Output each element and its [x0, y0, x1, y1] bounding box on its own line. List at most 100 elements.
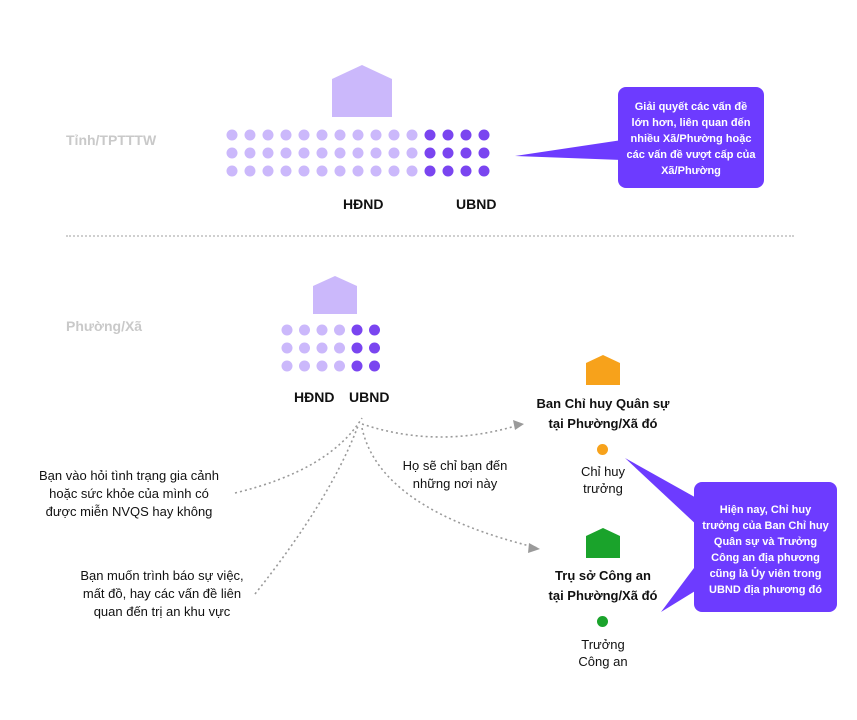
- military-role: Chỉ huy trưởng: [553, 463, 653, 497]
- arrow-to-police: [361, 427, 539, 549]
- military-title: Ban Chỉ huy Quân sự tại Phường/Xã đó: [523, 394, 683, 434]
- province-member-dot: [244, 129, 256, 141]
- ward-member-dot: [316, 324, 328, 336]
- province-member-dot: [424, 165, 436, 177]
- province-member-dot: [298, 129, 310, 141]
- province-member-dot: [316, 147, 328, 159]
- province-dot-grid: [226, 129, 490, 177]
- province-member-dot: [280, 147, 292, 159]
- province-member-dot: [334, 147, 346, 159]
- arrowhead-military: [513, 420, 524, 430]
- province-ubnd-label: UBND: [456, 196, 497, 212]
- ward-member-dot: [334, 342, 345, 354]
- province-member-dot: [298, 147, 310, 159]
- query-exemption-line1: Bạn vào hỏi tình trạng gia cảnh: [39, 468, 219, 483]
- ward-hdnd-label: HĐND: [294, 389, 335, 405]
- police-role-line2: Công an: [578, 654, 628, 669]
- ward-member-dot: [316, 360, 328, 372]
- province-member-dot: [316, 129, 328, 141]
- ward-member-dot: [316, 342, 328, 354]
- line-query2: [254, 425, 359, 595]
- query-exemption: Bạn vào hỏi tình trạng gia cảnh hoặc sức…: [24, 467, 234, 521]
- officials-callout-tail-bottom: [661, 560, 700, 612]
- ward-member-dot: [299, 360, 310, 372]
- ward-ubnd-label: UBND: [349, 389, 390, 405]
- province-member-dot: [478, 165, 490, 177]
- military-title-line2: tại Phường/Xã đó: [548, 416, 658, 431]
- routing-note-line2: những nơi này: [412, 476, 498, 491]
- ward-member-dot: [334, 360, 345, 372]
- province-member-dot: [460, 165, 472, 177]
- military-title-line1: Ban Chỉ huy Quân sự: [536, 396, 670, 411]
- province-tier-label: Tỉnh/TPTTTW: [66, 132, 157, 148]
- province-member-dot: [352, 147, 364, 159]
- province-member-dot: [460, 147, 472, 159]
- province-member-dot: [424, 147, 436, 159]
- province-member-dot: [370, 147, 382, 159]
- province-member-dot: [334, 165, 346, 177]
- province-callout-tail: [515, 140, 622, 160]
- province-member-dot: [442, 147, 454, 159]
- province-member-dot: [280, 165, 292, 177]
- province-member-dot: [406, 147, 418, 159]
- province-member-dot: [280, 129, 292, 141]
- police-chief-dot: [597, 616, 608, 627]
- province-member-dot: [352, 129, 364, 141]
- query-incident-line1: Bạn muốn trình báo sự việc,: [80, 568, 244, 583]
- province-member-dot: [424, 129, 436, 141]
- military-house-icon: [586, 355, 620, 385]
- province-member-dot: [298, 165, 310, 177]
- query-incident-report: Bạn muốn trình báo sự việc, mất đồ, hay …: [72, 567, 252, 621]
- province-member-dot: [442, 165, 454, 177]
- province-member-dot: [226, 147, 238, 159]
- province-member-dot: [226, 165, 238, 177]
- province-member-dot: [316, 165, 328, 177]
- police-house-icon: [586, 528, 620, 558]
- ward-tier-label: Phường/Xã: [66, 318, 143, 334]
- province-member-dot: [244, 147, 256, 159]
- ward-member-dot: [351, 360, 363, 372]
- province-house-icon: [332, 65, 392, 117]
- ward-member-dot: [281, 324, 293, 336]
- province-member-dot: [262, 165, 274, 177]
- province-member-dot: [334, 129, 346, 141]
- province-member-dot: [226, 129, 238, 141]
- routing-note-line1: Họ sẽ chỉ bạn đến: [402, 458, 508, 473]
- province-member-dot: [478, 129, 490, 141]
- military-role-line1: Chỉ huy: [580, 464, 626, 479]
- police-title: Trụ sở Công an tại Phường/Xã đó: [523, 566, 683, 606]
- ward-house-icon: [313, 276, 357, 314]
- province-member-dot: [442, 129, 454, 141]
- routing-note: Họ sẽ chỉ bạn đến những nơi này: [380, 457, 530, 493]
- province-member-dot: [370, 165, 382, 177]
- police-title-line1: Trụ sở Công an: [555, 568, 651, 583]
- line-query1: [234, 417, 363, 494]
- police-title-line2: tại Phường/Xã đó: [548, 588, 658, 603]
- tier-divider: [66, 235, 794, 237]
- ward-member-dot: [351, 324, 363, 336]
- query-exemption-line3: được miễn NVQS hay không: [45, 504, 213, 519]
- query-exemption-line2: hoặc sức khỏe của mình có: [49, 486, 209, 501]
- ward-member-dot: [351, 342, 363, 354]
- query-incident-line3: quan đến trị an khu vực: [93, 604, 231, 619]
- military-role-line2: trưởng: [583, 481, 623, 496]
- province-member-dot: [244, 165, 256, 177]
- province-member-dot: [406, 129, 418, 141]
- province-callout: Giải quyết các vấn đề lớn hơn, liên quan…: [618, 87, 764, 188]
- province-member-dot: [388, 165, 400, 177]
- ward-member-dot: [281, 342, 293, 354]
- province-member-dot: [406, 165, 418, 177]
- ward-member-dot: [334, 324, 345, 336]
- arrow-to-military: [361, 423, 523, 438]
- province-member-dot: [370, 129, 382, 141]
- province-member-dot: [262, 147, 274, 159]
- ward-member-dot: [299, 324, 310, 336]
- ward-dot-grid: [281, 324, 380, 372]
- ward-member-dot: [281, 360, 293, 372]
- province-member-dot: [460, 129, 472, 141]
- military-commander-dot: [597, 444, 608, 455]
- province-member-dot: [352, 165, 364, 177]
- officials-callout: Hiện nay, Chỉ huy trưởng của Ban Chỉ huy…: [694, 482, 837, 612]
- arrowhead-police: [528, 543, 540, 553]
